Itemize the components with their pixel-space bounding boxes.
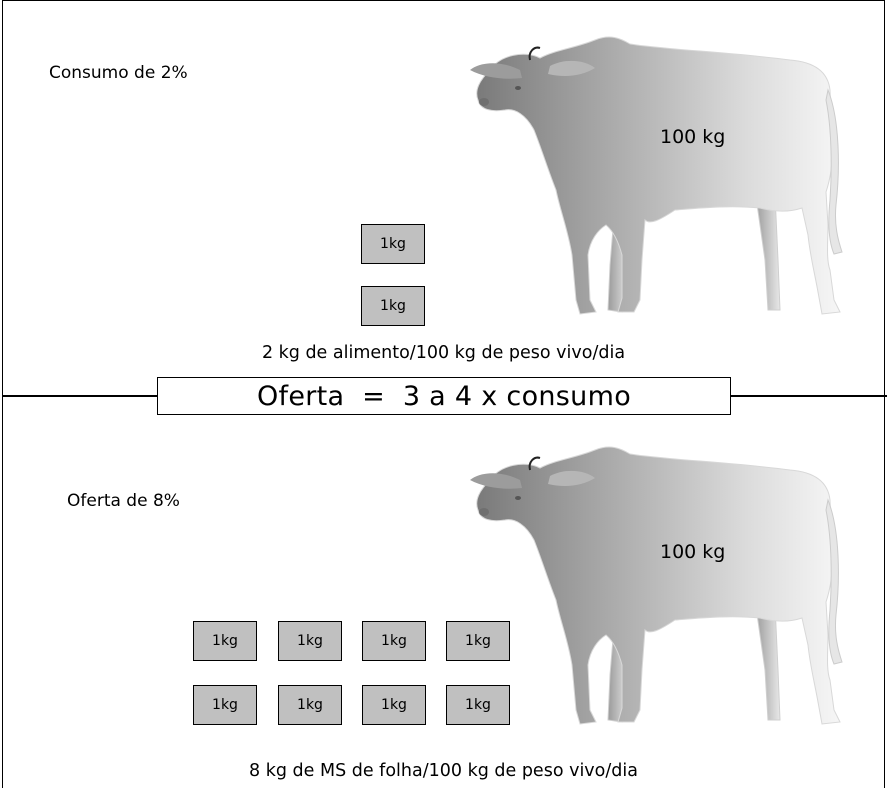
zebu-cow-icon (430, 30, 850, 330)
offer-caption: 8 kg de MS de folha/100 kg de peso vivo/… (249, 761, 638, 781)
consumption-caption: 2 kg de alimento/100 kg de peso vivo/dia (261, 343, 626, 363)
offer-title: Oferta de 8% (67, 491, 180, 511)
feed-box: 1kg (278, 621, 342, 661)
consumption-title: Consumo de 2% (49, 63, 188, 83)
feed-box: 1kg (361, 224, 425, 264)
feed-box: 1kg (278, 685, 342, 725)
divider-left (2, 395, 157, 397)
animal-weight-label: 100 kg (660, 541, 726, 563)
feed-box: 1kg (361, 286, 425, 326)
offer-ratio-text: Oferta = 3 a 4 x consumo (256, 380, 632, 412)
animal-weight-label: 100 kg (660, 126, 726, 148)
feed-box: 1kg (362, 621, 426, 661)
offer-panel (2, 396, 885, 788)
feed-box: 1kg (362, 685, 426, 725)
offer-ratio-box: Oferta = 3 a 4 x consumo (157, 377, 731, 415)
feed-box: 1kg (446, 685, 510, 725)
divider-right (731, 395, 887, 397)
feed-box: 1kg (193, 621, 257, 661)
consumption-panel (2, 0, 885, 396)
feed-box: 1kg (446, 621, 510, 661)
feed-box: 1kg (193, 685, 257, 725)
